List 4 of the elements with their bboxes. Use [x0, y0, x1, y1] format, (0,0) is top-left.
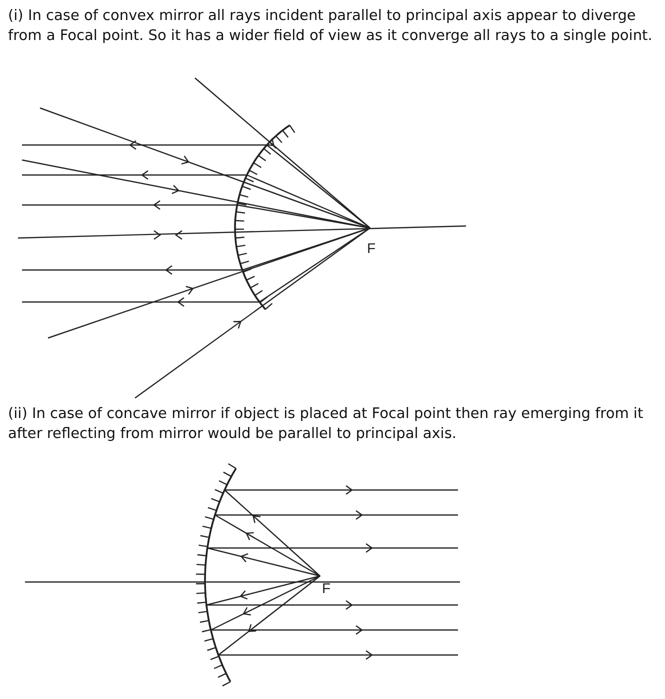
focal-point-label: F — [367, 240, 376, 256]
description-text: (i) In case of convex mirror all rays incident parallel to principal axis appear to diverge from a Focal point. So it has a wider field of view as it converge all rays to a single point. — [8, 7, 654, 46]
description-text: (ii) In case of concave mirror if object is placed at Focal point then ray emerging from it after reflecting from mirror would be parallel to principal axis. — [8, 405, 644, 444]
focal-point-label: F — [322, 580, 331, 596]
